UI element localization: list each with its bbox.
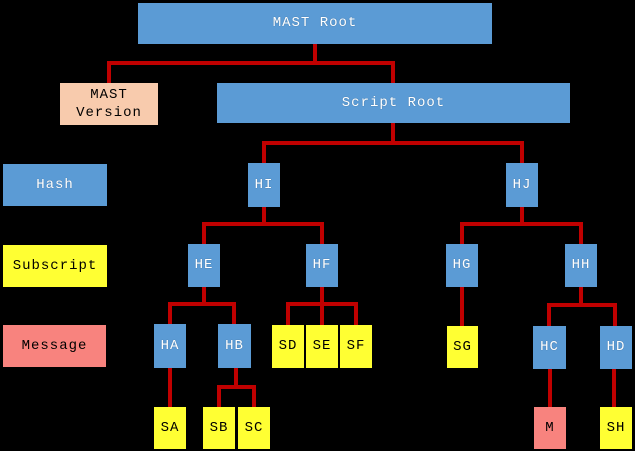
node-hj: HJ — [506, 163, 538, 207]
node-hc-label: HC — [540, 339, 559, 356]
node-hf: HF — [306, 244, 338, 287]
node-hh: HH — [565, 244, 597, 287]
connector-line — [391, 61, 395, 83]
connector-line — [612, 369, 616, 407]
connector-line — [262, 141, 524, 145]
node-hd-label: HD — [606, 339, 626, 356]
legend-subscript: Subscript — [3, 245, 107, 287]
connector-line — [460, 287, 464, 326]
legend-message: Message — [3, 325, 106, 367]
connector-line — [613, 303, 617, 326]
node-script-root-label: Script Root — [341, 94, 446, 111]
connector-line — [262, 141, 266, 163]
connector-line — [286, 302, 290, 325]
connector-line — [168, 302, 172, 324]
node-sg: SG — [447, 326, 478, 368]
connector-line — [168, 302, 236, 306]
connector-line — [217, 385, 221, 407]
connector-line — [232, 302, 236, 324]
node-script-root: Script Root — [217, 83, 570, 123]
node-mast-version-label: MAST Version — [76, 86, 142, 121]
node-m: M — [534, 407, 566, 449]
legend-message-label: Message — [21, 337, 88, 354]
connector-line — [107, 61, 111, 83]
node-hi-label: HI — [254, 176, 274, 193]
connector-line — [202, 222, 324, 226]
node-hb-label: HB — [225, 337, 244, 354]
node-mast-root: MAST Root — [138, 3, 492, 44]
node-sh-label: SH — [606, 419, 626, 436]
connector-line — [320, 222, 324, 244]
node-sa: SA — [154, 407, 186, 449]
node-sb: SB — [203, 407, 235, 449]
connector-line — [391, 123, 395, 145]
node-se: SE — [306, 325, 338, 368]
node-ha: HA — [154, 324, 186, 368]
connector-line — [354, 302, 358, 325]
connector-line — [234, 368, 238, 389]
node-hh-label: HH — [571, 257, 591, 274]
node-sc-label: SC — [244, 419, 264, 436]
connector-line — [313, 44, 317, 65]
node-hi: HI — [248, 163, 280, 207]
node-hg-label: HG — [452, 257, 472, 274]
node-sd-label: SD — [278, 338, 298, 355]
connector-line — [547, 303, 551, 326]
connector-line — [320, 302, 324, 325]
connector-line — [548, 369, 552, 407]
node-ha-label: HA — [160, 337, 180, 354]
node-sa-label: SA — [160, 419, 180, 436]
node-sg-label: SG — [453, 338, 472, 355]
node-mast-root-label: MAST Root — [272, 15, 358, 32]
node-hf-label: HF — [312, 257, 332, 274]
connector-line — [320, 287, 324, 306]
node-hc: HC — [533, 326, 566, 369]
node-se-label: SE — [312, 338, 332, 355]
node-sb-label: SB — [209, 419, 229, 436]
node-hb: HB — [218, 324, 251, 368]
legend-hash-label: Hash — [36, 176, 74, 193]
connector-line — [520, 141, 524, 163]
node-sf-label: SF — [346, 338, 366, 355]
node-m-label: M — [545, 419, 555, 436]
node-mast-version: MAST Version — [60, 83, 158, 125]
node-sf: SF — [340, 325, 372, 368]
connector-line — [520, 207, 524, 226]
connector-line — [460, 222, 464, 244]
node-sh: SH — [600, 407, 632, 449]
node-he-label: HE — [194, 257, 214, 274]
node-hg: HG — [446, 244, 478, 287]
connector-line — [202, 222, 206, 244]
node-sd: SD — [272, 325, 304, 368]
connector-line — [107, 61, 395, 65]
legend-subscript-label: Subscript — [12, 257, 98, 274]
node-hd: HD — [600, 326, 632, 369]
connector-line — [252, 385, 256, 407]
connector-line — [217, 385, 256, 389]
legend-hash: Hash — [3, 164, 107, 206]
connector-line — [579, 287, 583, 307]
connector-line — [202, 287, 206, 306]
node-sc: SC — [238, 407, 270, 449]
connector-line — [547, 303, 617, 307]
connector-line — [460, 222, 583, 226]
node-hj-label: HJ — [512, 176, 532, 193]
connector-line — [262, 207, 266, 226]
connector-line — [168, 368, 172, 407]
connector-line — [579, 222, 583, 244]
node-he: HE — [188, 244, 220, 287]
